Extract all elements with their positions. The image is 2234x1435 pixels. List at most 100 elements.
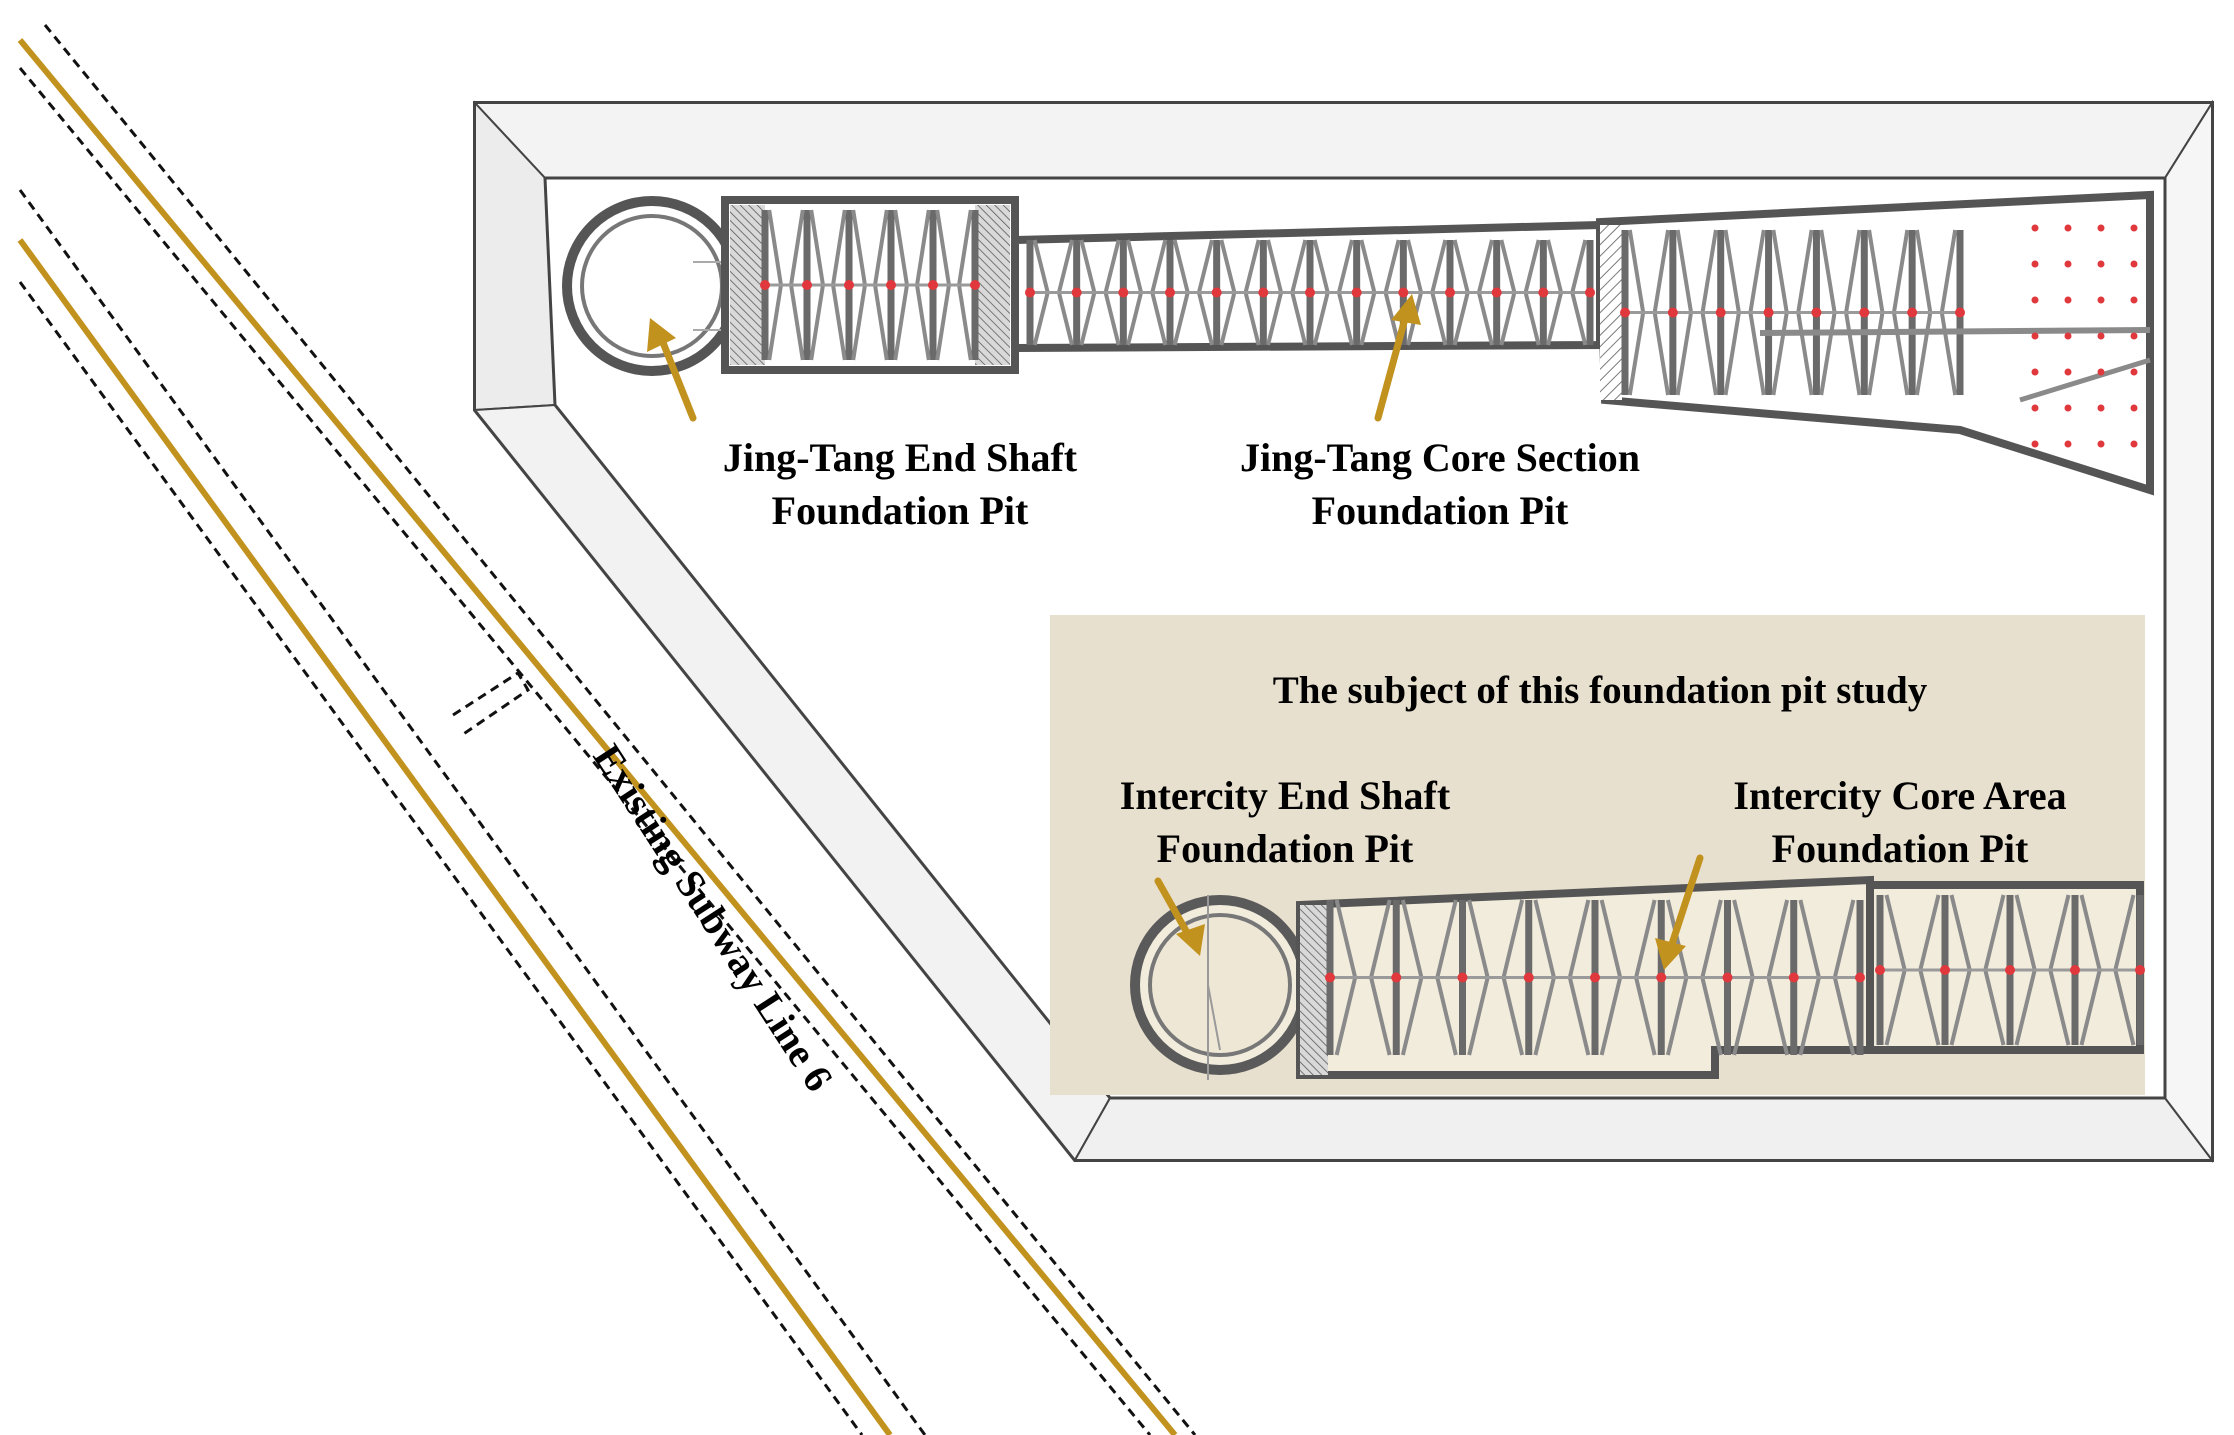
jt-core-monitor-point (1538, 287, 1549, 298)
jt-core-monitor-point (1445, 287, 1455, 298)
jt-core-monitor-point (1305, 287, 1315, 298)
label-intercity-end-shaft: Intercity End Shaft Foundation Pit (1060, 770, 1510, 876)
jt-flare-monitor-point (2064, 296, 2072, 304)
ic-core-monitor-point (1656, 972, 1667, 983)
ic-extension-monitor-point (1875, 965, 1885, 975)
label-intercity-core-line1: Intercity Core Area (1733, 773, 2067, 818)
jt-flare-monitor-point (2130, 368, 2138, 376)
label-intercity-core: Intercity Core Area Foundation Pit (1680, 770, 2120, 876)
subway-line-6-corridor (17, 24, 1197, 1435)
label-jing-tang-end-shaft-line1: Jing-Tang End Shaft (722, 435, 1078, 480)
jt-flare-monitor-point (1667, 307, 1678, 318)
jt-flare-monitor-point (2097, 368, 2105, 376)
jt-flare-monitor-point (1811, 307, 1822, 318)
jt-end-monitor-point (928, 280, 938, 290)
jt-flare-monitor-point (2130, 260, 2138, 268)
jt-flare-monitor-point (1907, 307, 1918, 318)
label-intercity-core-line2: Foundation Pit (1771, 825, 2029, 871)
label-jing-tang-end-shaft: Jing-Tang End Shaft Foundation Pit (660, 432, 1140, 538)
ic-core-monitor-point (1788, 972, 1799, 983)
jt-flare-monitor-point (2064, 332, 2072, 340)
arrow-jing-tang-core (1374, 294, 1421, 422)
label-study-subject: The subject of this foundation pit study (1150, 665, 2050, 716)
jt-flare-fill (1600, 225, 1622, 400)
jt-flare-monitor-point (2097, 440, 2105, 448)
label-intercity-end-shaft-line1: Intercity End Shaft (1119, 773, 1451, 818)
label-jing-tang-core-line1: Jing-Tang Core Section (1239, 435, 1641, 480)
ic-core-monitor-point (1391, 972, 1402, 983)
jt-end-box-fill (975, 205, 1010, 365)
ic-core-monitor-point (1523, 972, 1534, 983)
ic-core-monitor-point (1722, 972, 1733, 983)
label-jing-tang-end-shaft-line2: Foundation Pit (771, 487, 1029, 533)
jt-core-monitor-point (1398, 287, 1409, 298)
jt-end-monitor-point (802, 280, 812, 290)
jt-flare-monitor-point (2031, 368, 2039, 376)
subway-track-line (17, 38, 1178, 1435)
jt-flare-monitor-point (2130, 404, 2138, 412)
jt-flare-monitor-point (2097, 296, 2105, 304)
jt-flare-monitor-point (2064, 260, 2072, 268)
jt-core-monitor-point (1118, 287, 1129, 298)
jt-flare-monitor-point (1620, 307, 1630, 318)
label-jing-tang-core-line2: Foundation Pit (1311, 487, 1569, 533)
pointer-arrows (647, 294, 1704, 970)
jt-flare-monitor-point (2097, 224, 2105, 232)
jt-flare-monitor-point (2031, 332, 2039, 340)
jt-flare-monitor-point (2097, 332, 2105, 340)
jt-flare-monitor-point (2031, 404, 2039, 412)
jt-flare-monitor-point (2130, 224, 2138, 232)
jt-flare-ramp (1759, 327, 2151, 336)
subway-dashed-boundary (18, 67, 1152, 1435)
jt-flare-monitor-point (2097, 404, 2105, 412)
ic-core-monitor-point (1590, 972, 1600, 983)
jt-flare-monitor-point (2031, 224, 2039, 232)
jt-flare-monitor-point (2064, 440, 2072, 448)
arrow-intercity-end-shaft (1154, 877, 1205, 956)
arrow-jing-tang-end-shaft (647, 318, 697, 422)
subway-dashed-boundary (43, 24, 1197, 1435)
jt-core-monitor-point (1585, 287, 1595, 298)
jt-flare-monitor-point (1763, 307, 1774, 318)
intercity-pits (1130, 875, 2145, 1080)
jing-tang-pits (562, 190, 2154, 496)
jt-flare-monitor-point (2031, 296, 2039, 304)
jt-end-monitor-point (970, 280, 980, 290)
jt-end-monitor-point (886, 280, 896, 290)
jt-end-monitor-point (844, 280, 854, 290)
jt-flare-monitor-point (2031, 260, 2039, 268)
label-jing-tang-core: Jing-Tang Core Section Foundation Pit (1180, 432, 1700, 538)
jing-tang-end-shaft-circle (562, 196, 742, 376)
ic-core-monitor-point (1855, 972, 1865, 983)
label-study-subject-text: The subject of this foundation pit study (1272, 669, 1928, 712)
jt-flare-monitor-point (1715, 307, 1726, 318)
ic-core-fill (1300, 905, 1328, 1075)
subway-dashed-boundary (18, 281, 864, 1435)
jt-core-monitor-point (1491, 287, 1502, 298)
jt-flare-monitor-point (2130, 332, 2138, 340)
ic-core-monitor-point (1325, 972, 1335, 983)
jt-flare-monitor-point (2064, 368, 2072, 376)
jt-flare-monitor-point (2130, 296, 2138, 304)
jt-core-monitor-point (1025, 287, 1035, 298)
ic-extension-monitor-point (2135, 965, 2145, 975)
jt-core-monitor-point (1071, 287, 1082, 298)
jt-core-monitor-point (1165, 287, 1175, 298)
subway-dashed-boundary (18, 189, 927, 1435)
jt-core-monitor-point (1211, 287, 1222, 298)
jt-flare-monitor-point (2097, 260, 2105, 268)
jt-flare-monitor-point (2130, 440, 2138, 448)
jt-end-box-fill (730, 205, 765, 365)
jt-flare-ramp (2019, 357, 2151, 403)
subway-track-line (17, 238, 893, 1435)
jt-flare-monitor-point (2064, 224, 2072, 232)
jt-end-monitor-point (760, 280, 770, 290)
ic-core-monitor-point (1457, 972, 1468, 983)
jt-flare-monitor-point (1859, 307, 1870, 318)
arrow-intercity-core (1655, 854, 1704, 970)
ic-extension-monitor-point (1940, 965, 1950, 975)
ic-extension-monitor-point (2070, 965, 2080, 975)
subway-cross-passage (452, 670, 531, 737)
jt-flare-monitor-point (2064, 404, 2072, 412)
jt-flare-monitor-point (1955, 307, 1965, 318)
